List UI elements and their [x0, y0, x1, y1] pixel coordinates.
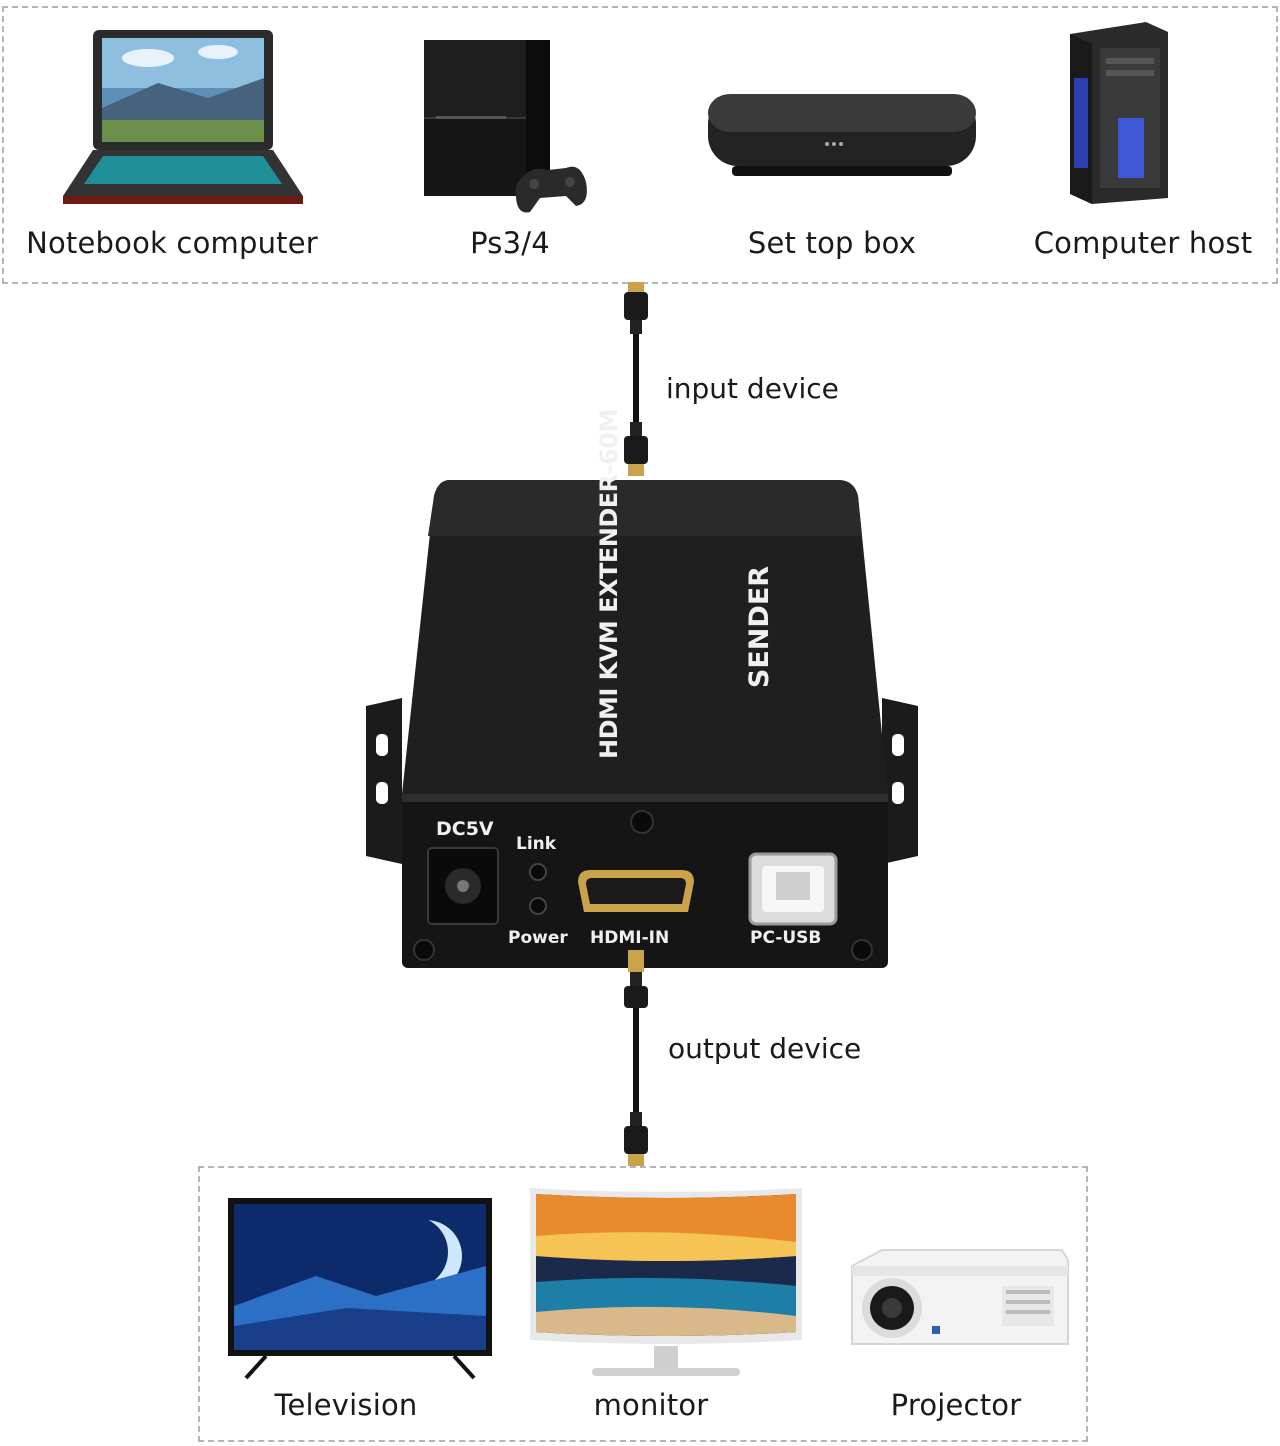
output-hdmi-cable-icon: [624, 972, 648, 1166]
device-label-computer-host: Computer host: [1033, 226, 1253, 260]
device-label-notebook: Notebook computer: [26, 226, 318, 260]
device-label-television: Television: [274, 1388, 418, 1422]
port-label-link: Link: [516, 834, 557, 854]
unit-model-text: HDMI KVM EXTENDER-60M: [595, 409, 623, 759]
output-device-label: output device: [668, 1032, 862, 1065]
kvm-extender-sender-unit: [366, 480, 918, 972]
output-devices-box: [198, 1166, 1088, 1442]
game-console-icon: [424, 40, 587, 213]
device-label-monitor: monitor: [593, 1388, 709, 1422]
port-label-dc5v: DC5V: [436, 818, 494, 840]
laptop-icon: [63, 30, 303, 204]
input-device-label: input device: [666, 372, 839, 405]
pc-tower-icon: [1070, 22, 1168, 204]
television-icon: [228, 1198, 492, 1380]
port-label-power-led: Power: [508, 928, 568, 948]
monitor-icon: [530, 1188, 802, 1376]
device-label-ps: Ps3/4: [470, 226, 550, 260]
set-top-box-icon: [708, 94, 976, 176]
device-label-projector: Projector: [890, 1388, 1022, 1422]
unit-role-text: SENDER: [744, 565, 775, 689]
input-hdmi-cable-icon: [624, 282, 648, 476]
device-label-set-top-box: Set top box: [747, 226, 917, 260]
port-label-pc-usb: PC-USB: [750, 928, 822, 948]
projector-icon: [851, 1249, 1069, 1345]
port-label-hdmi-in: HDMI-IN: [590, 928, 670, 948]
